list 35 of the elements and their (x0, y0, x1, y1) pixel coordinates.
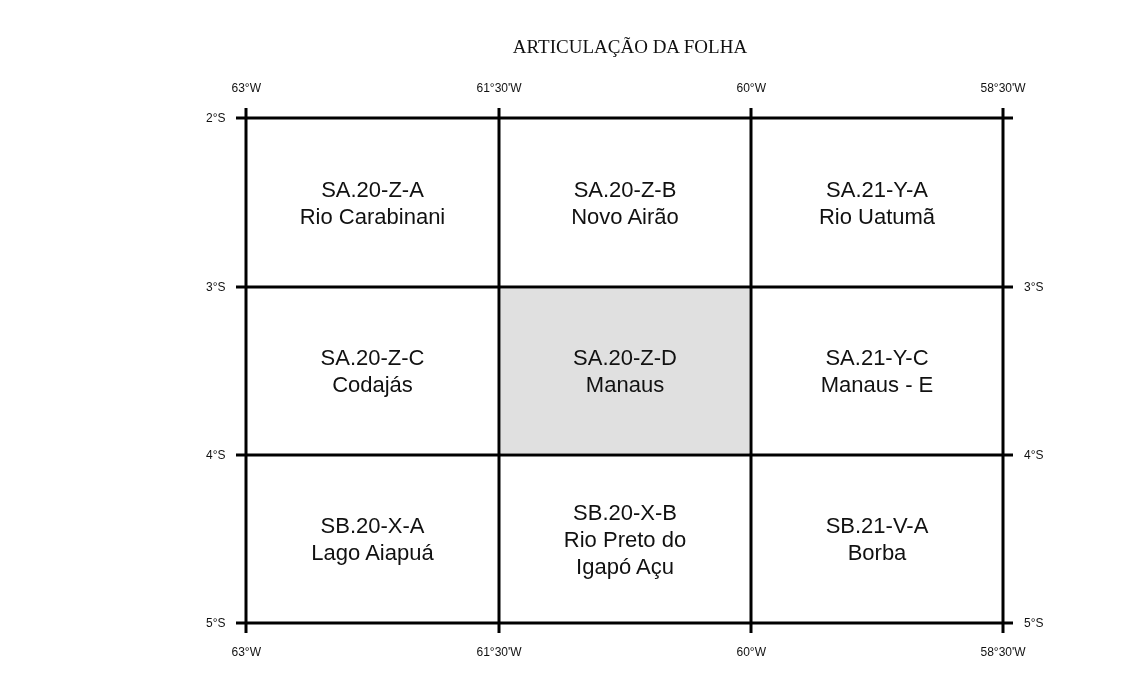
sheet-name: Rio Preto do Igapó Açu (562, 525, 688, 580)
longitude-label: 58°30'W (980, 81, 1026, 95)
sheet-name: Lago Aiapuá (311, 539, 434, 566)
sheet-code: SA.21-Y-C (825, 344, 929, 371)
sheet-name: Manaus (585, 371, 665, 398)
highlighted-grid-cell (501, 289, 749, 453)
longitude-label: 60°W (736, 81, 766, 95)
longitude-label: 61°30'W (476, 645, 522, 659)
longitude-label: 63°W (231, 645, 261, 659)
sheet-code: SB.20-X-A (320, 512, 425, 539)
longitude-label: 63°W (231, 81, 261, 95)
latitude-label: 5°S (206, 616, 226, 630)
title: ARTICULAÇÃO DA FOLHA (511, 36, 749, 58)
sheet-name: Manaus - E (820, 371, 934, 398)
sheet-code: SB.20-X-B (573, 498, 677, 526)
sheet-name: Rio Carabinani (299, 202, 446, 230)
sheet-name: Borba (847, 539, 907, 566)
longitude-label: 60°W (736, 645, 766, 659)
sheet-code: SA.20-Z-C (320, 344, 425, 371)
longitude-label: 61°30'W (476, 81, 522, 95)
latitude-label: 3°S (1024, 280, 1044, 294)
latitude-label: 4°S (1024, 448, 1044, 462)
sheet-code: SA.20-Z-B (573, 175, 677, 203)
sheet-name: Novo Airão (571, 202, 679, 230)
sheet-name: Codajás (332, 371, 413, 398)
sheet-code: SA.21-Y-A (826, 175, 928, 203)
sheet-name: Rio Uatumã (818, 202, 936, 230)
latitude-label: 4°S (206, 448, 226, 462)
sheet-code: SB.21-V-A (825, 512, 929, 539)
longitude-label: 58°30'W (980, 645, 1026, 659)
latitude-label: 2°S (206, 111, 226, 125)
latitude-label: 5°S (1024, 616, 1044, 630)
latitude-label: 3°S (206, 280, 226, 294)
sheet-code: SA.20-Z-D (573, 344, 677, 371)
sheet-code: SA.20-Z-A (321, 175, 424, 203)
